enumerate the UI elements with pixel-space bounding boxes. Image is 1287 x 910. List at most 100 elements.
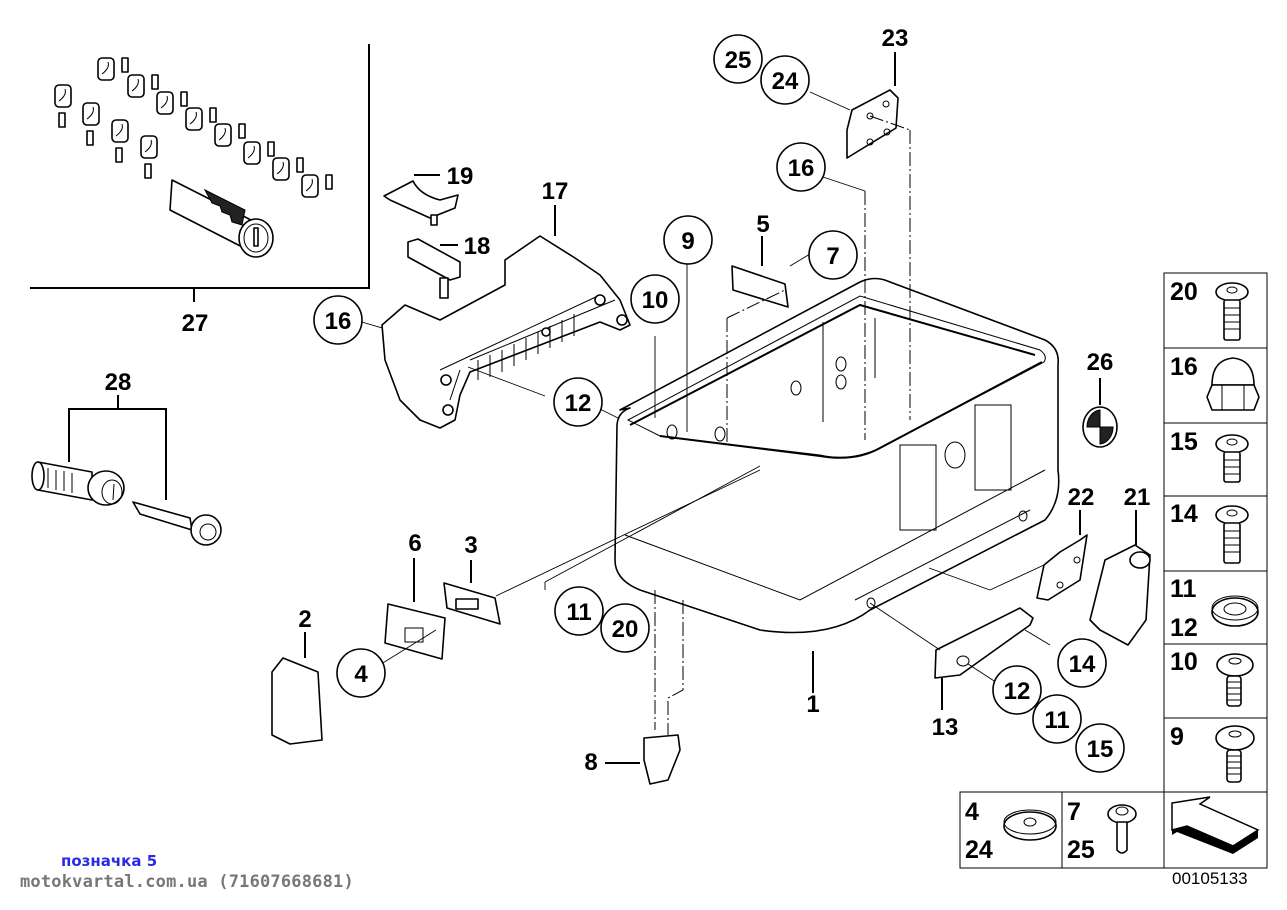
callout-14[interactable]: 14 [1057,638,1107,688]
svg-text:17: 17 [542,178,569,205]
svg-text:20: 20 [612,616,639,643]
callout-23[interactable]: 23 [882,25,909,52]
callout-6[interactable]: 6 [408,530,421,557]
svg-text:25: 25 [725,47,752,74]
lock-cylinder-28 [31,461,125,506]
callout-16-handle[interactable]: 16 [313,295,363,345]
callout-12-rail[interactable]: 12 [992,665,1042,715]
bottom-legend: 4 24 7 25 [959,791,1268,869]
callout-20[interactable]: 20 [600,603,650,653]
callout-4[interactable]: 4 [336,648,386,698]
svg-text:20: 20 [1170,278,1198,306]
torx-screw-icon [1215,434,1249,483]
svg-text:4: 4 [965,798,979,826]
callout-3[interactable]: 3 [464,532,477,559]
lock-cylinder-27 [169,179,274,258]
svg-text:26: 26 [1087,349,1114,376]
callout-10[interactable]: 10 [630,274,680,324]
callout-18[interactable]: 18 [464,233,491,260]
callout-11-left[interactable]: 11 [554,586,604,636]
svg-text:25: 25 [1067,836,1095,864]
svg-text:13: 13 [932,714,959,741]
direction-arrow-icon [1171,796,1260,854]
legend-cell-11-12[interactable]: 11 12 [1170,575,1259,642]
callout-27[interactable]: 27 [182,310,209,337]
svg-text:22: 22 [1068,484,1095,511]
legend-cell-7-25[interactable]: 7 25 [1067,798,1137,864]
callout-5[interactable]: 5 [756,211,769,238]
svg-text:18: 18 [464,233,491,260]
key-28 [132,501,222,546]
svg-text:11: 11 [1170,575,1197,603]
svg-text:10: 10 [1170,648,1198,676]
svg-text:1: 1 [806,691,819,718]
svg-text:14: 14 [1069,651,1096,678]
part-6-bracket [384,603,446,660]
svg-text:16: 16 [325,308,352,335]
legend-cell-15[interactable]: 15 [1170,428,1249,483]
svg-text:15: 15 [1170,428,1198,456]
legend-cell-14[interactable]: 14 [1170,500,1249,564]
part-13-rail [934,607,1034,679]
svg-text:5: 5 [756,211,769,238]
callout-26[interactable]: 26 [1087,349,1114,376]
lock-tumblers [54,57,333,198]
callout-9[interactable]: 9 [663,215,713,265]
diagram-id: 00105133 [1172,869,1248,888]
legend-cell-4-24[interactable]: 4 24 [965,798,1057,864]
callout-12-handle[interactable]: 12 [553,377,603,427]
callout-22[interactable]: 22 [1068,484,1095,511]
svg-text:11: 11 [1044,707,1069,734]
svg-text:11: 11 [566,599,591,626]
svg-text:15: 15 [1087,736,1114,763]
hardware-legend: 20 16 15 14 [1163,272,1268,869]
footer-source: motokvartal.com.ua (71607668681) [20,872,354,892]
callout-8[interactable]: 8 [584,749,597,776]
part-19-cover [383,180,459,226]
svg-text:12: 12 [1170,614,1198,642]
svg-text:28: 28 [105,369,132,396]
svg-text:12: 12 [1004,678,1031,705]
callout-17[interactable]: 17 [542,178,569,205]
svg-text:9: 9 [681,228,694,255]
part-26-emblem [1082,406,1118,448]
svg-text:7: 7 [1067,798,1081,826]
svg-text:16: 16 [1170,353,1198,381]
legend-cell-10[interactable]: 10 [1170,648,1254,707]
callout-19[interactable]: 19 [447,163,474,190]
callout-7[interactable]: 7 [808,230,858,280]
svg-text:16: 16 [788,155,815,182]
callout-2[interactable]: 2 [298,606,311,633]
part-23-bracket [846,89,899,159]
svg-text:2: 2 [298,606,311,633]
svg-text:4: 4 [354,661,368,688]
callout-24[interactable]: 24 [760,55,810,105]
callout-15[interactable]: 15 [1075,723,1125,773]
svg-text:19: 19 [447,163,474,190]
svg-text:27: 27 [182,310,209,337]
callout-21[interactable]: 21 [1124,484,1151,511]
svg-text:8: 8 [584,749,597,776]
legend-cell-16[interactable]: 16 [1170,353,1260,411]
part-8-foot [643,734,681,785]
callout-1[interactable]: 1 [806,691,819,718]
torx-screw-long-icon [1215,505,1249,564]
washer-icon [1211,595,1259,627]
callout-25[interactable]: 25 [713,34,763,84]
svg-text:12: 12 [565,390,592,417]
lock-key-group [31,395,222,546]
callout-16-top[interactable]: 16 [776,142,826,192]
svg-text:24: 24 [772,68,799,95]
callout-13[interactable]: 13 [932,714,959,741]
rubber-disc-icon [1003,809,1057,841]
callouts: 1 2 3 4 5 6 7 8 9 10 11 20 12 12 11 15 1… [105,25,1151,776]
part-22-bracket [1036,534,1088,601]
callout-11-rail[interactable]: 11 [1032,694,1082,744]
legend-cell-9[interactable]: 9 [1170,723,1255,783]
svg-text:10: 10 [642,287,669,314]
part-5-plate [731,265,789,308]
legend-cell-20[interactable]: 20 [1170,278,1249,341]
callout-28[interactable]: 28 [105,369,132,396]
part-2-end-cap [271,657,323,745]
